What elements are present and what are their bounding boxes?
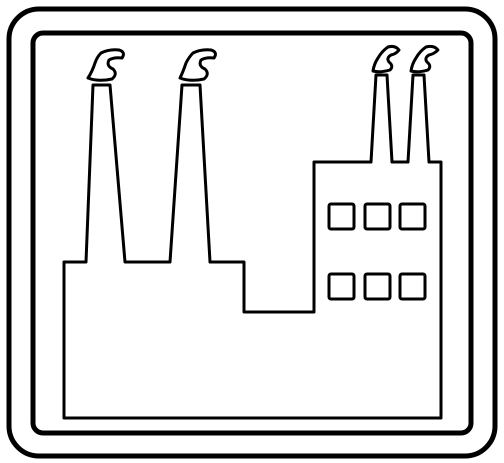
window bbox=[398, 202, 427, 231]
smoke-puff-2 bbox=[178, 48, 217, 82]
outer-frame bbox=[6, 6, 498, 459]
smoke-puff-1 bbox=[86, 48, 125, 82]
factory-silhouette bbox=[62, 73, 443, 420]
window bbox=[363, 272, 392, 301]
smoke-puff-4 bbox=[409, 44, 440, 74]
window bbox=[327, 202, 356, 231]
factory-icon bbox=[62, 44, 443, 420]
window bbox=[327, 272, 356, 301]
window bbox=[398, 272, 427, 301]
inner-frame bbox=[30, 30, 474, 436]
smoke-puff-3 bbox=[371, 44, 401, 74]
window bbox=[363, 202, 392, 231]
